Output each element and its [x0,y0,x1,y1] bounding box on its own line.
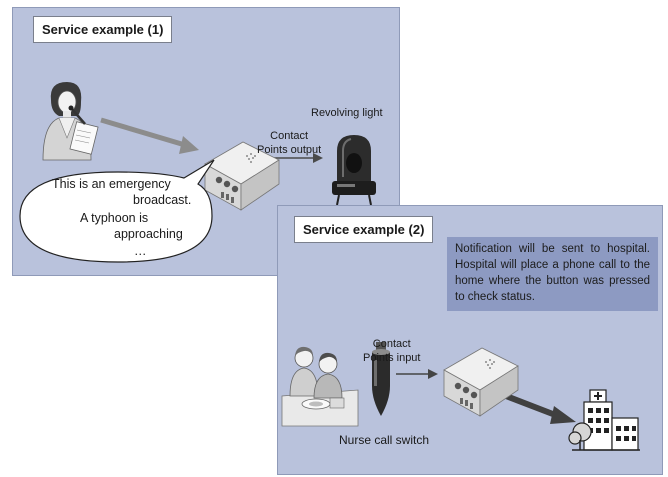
speech-line2: broadcast. [133,193,192,207]
contact-points-input-label: Contact Points input [363,337,420,365]
service-example-2-panel: Service example (2) Notification will be… [277,205,663,475]
hospital-icon [568,389,640,451]
elderly-couple-icon [281,346,359,427]
contact-output-line1: Contact [270,130,309,142]
arrow-announcer-to-speaker [100,117,323,163]
nurse-call-switch-label: Nurse call switch [339,433,430,447]
speech-line3: A typhoon is [80,211,149,225]
speech-line1: This is an emergency [52,177,171,191]
speech-line4: approaching [114,227,183,241]
panel-title-1: Service example (1) [33,16,173,43]
broadcast-unit-icon [204,141,280,211]
contact-input-line1: Contact [372,338,411,350]
announcer-woman-icon [42,82,99,161]
notification-unit-icon [443,347,519,417]
speech-line5: … [134,244,147,258]
panel-title-2: Service example (2) [294,216,434,243]
nurse-call-switch-icon [372,342,390,416]
contact-input-line2: Points input [363,352,421,364]
revolving-light-label: Revolving light [311,107,383,119]
revolving-light-icon [332,135,376,206]
notification-note: Notification will be sent to hospital. H… [447,237,658,311]
contact-output-line2: Points output [257,144,322,156]
contact-points-output-label: Contact Points output [257,129,321,157]
arrows-panel2 [396,369,576,424]
